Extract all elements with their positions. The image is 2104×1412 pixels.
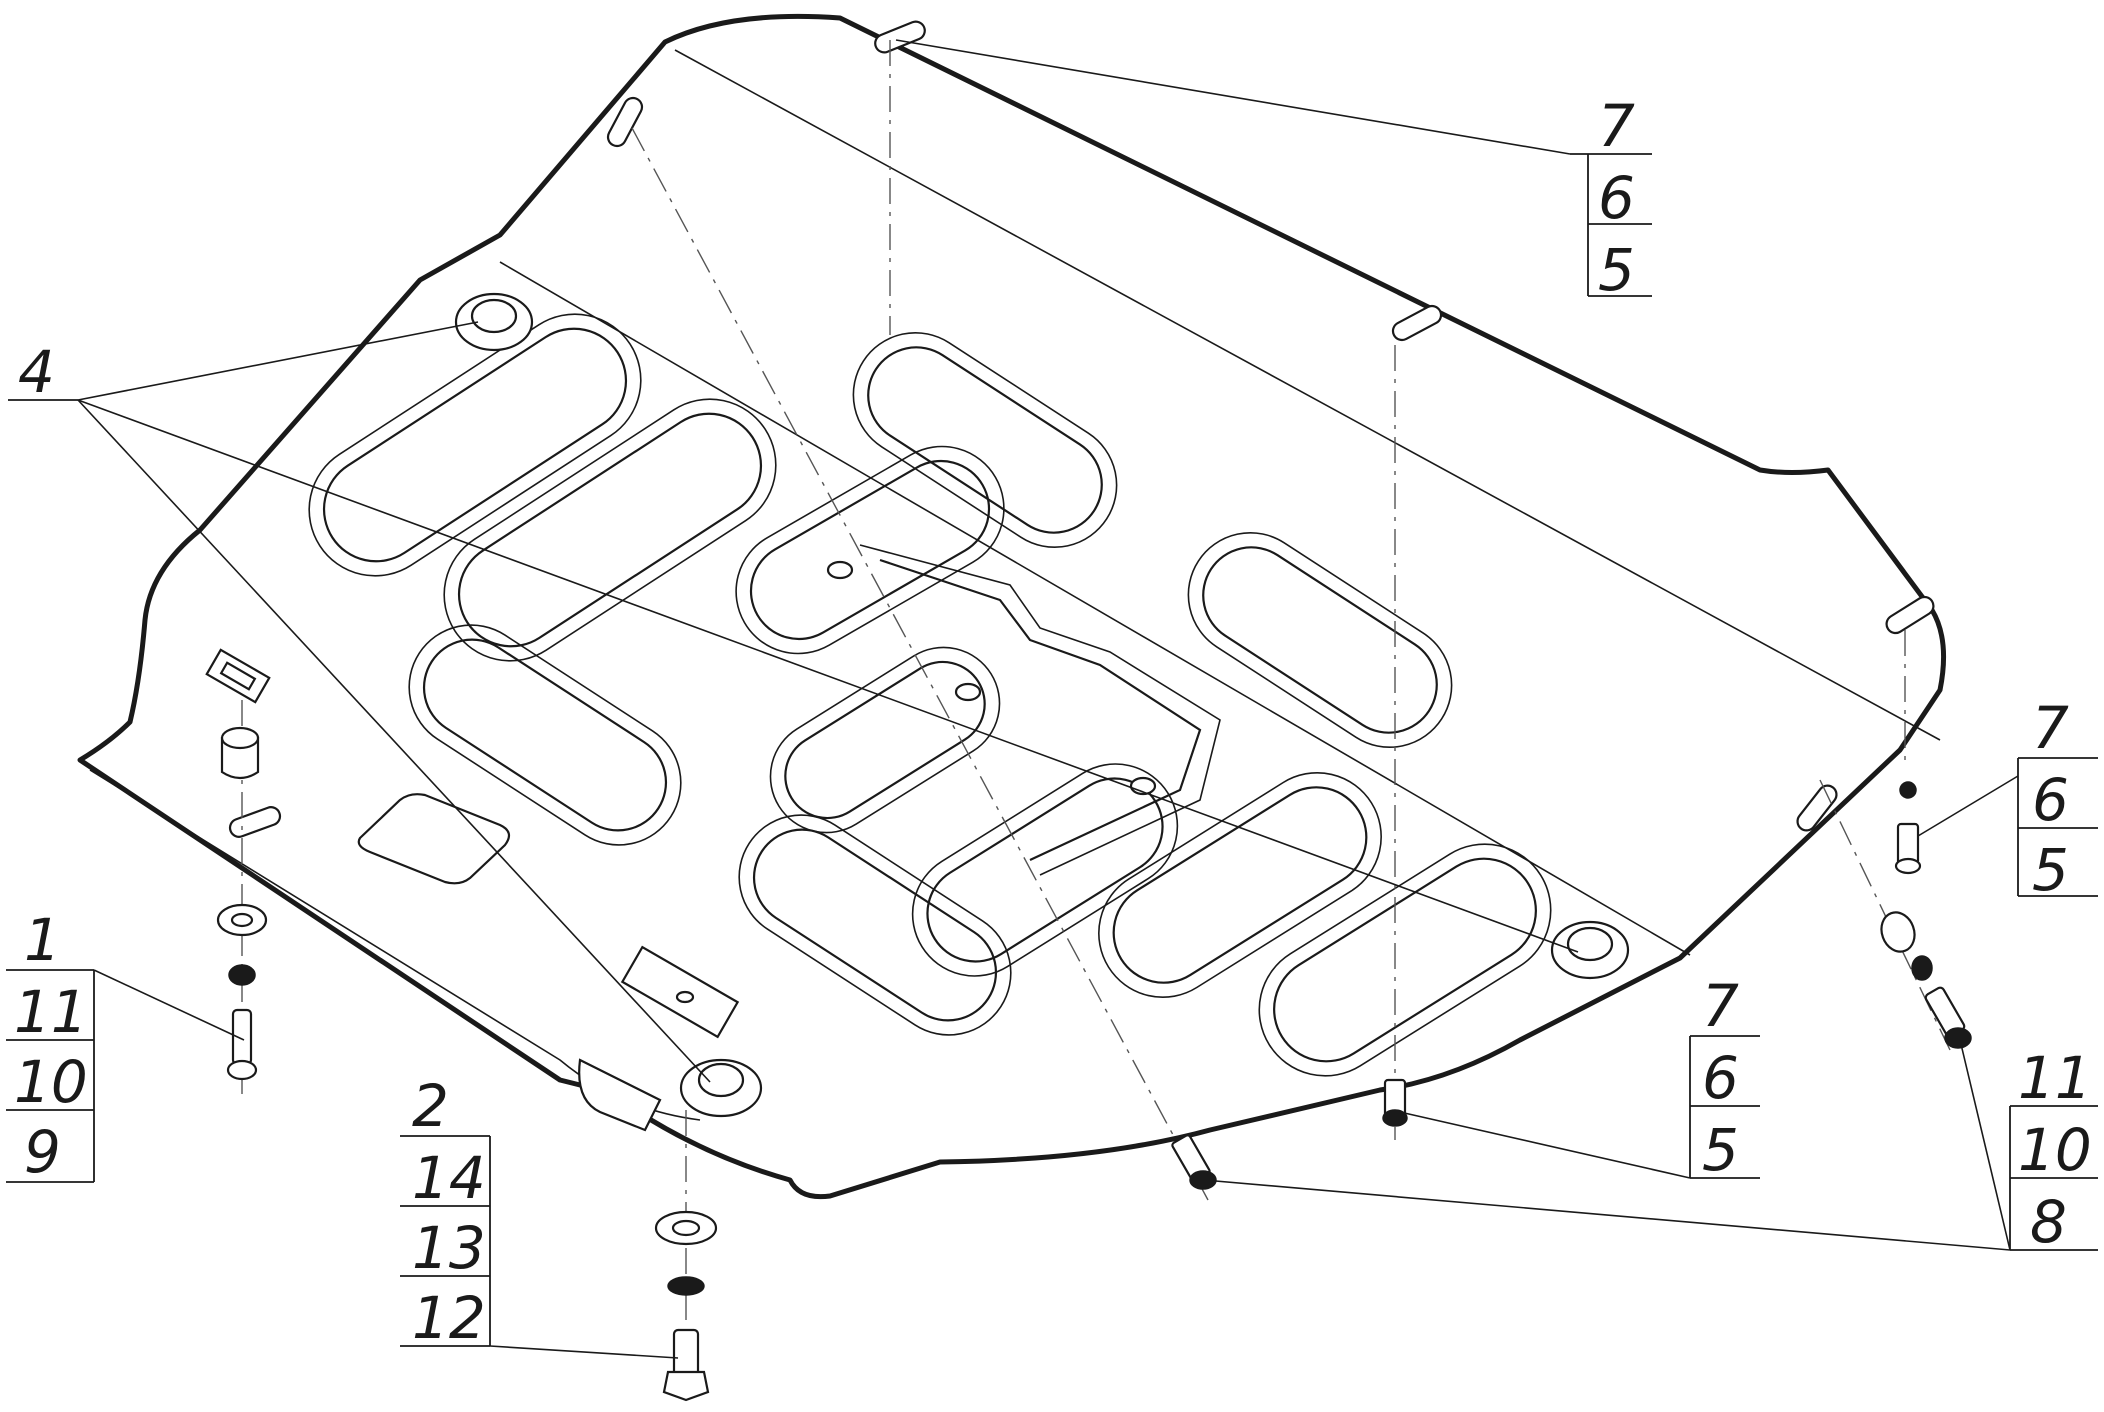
callout-bottom-middle: 7 6 5 <box>1689 972 1760 1184</box>
plate-cutout <box>357 793 511 885</box>
callout-label: 11 <box>2018 1044 2092 1112</box>
lower-fold-line <box>499 261 1691 956</box>
callout-label: 12 <box>412 1284 486 1352</box>
upper-fold-line <box>674 49 1941 741</box>
callout-bottom-center: 2 14 13 12 <box>400 1072 491 1352</box>
plate-outline <box>77 13 1947 1200</box>
callout-label: 6 <box>1702 1044 1739 1112</box>
callout-label: 2 <box>412 1072 449 1140</box>
weld-nuts <box>454 292 1630 1118</box>
leader-lines <box>77 39 2019 1359</box>
fasteners-bottom-center <box>654 1210 718 1402</box>
callout-top-right: 7 6 5 <box>1570 92 1652 304</box>
fasteners-center-bolts <box>1171 1078 1408 1190</box>
callout-bottom-right: 11 10 8 <box>2009 1044 2098 1256</box>
fasteners-left <box>205 648 271 1081</box>
callout-label: 5 <box>1702 1116 1739 1184</box>
callout-label: 7 <box>1598 92 1635 160</box>
callout-label: 8 <box>2030 1188 2067 1256</box>
callout-label: 10 <box>2018 1116 2092 1184</box>
recess-windows <box>308 313 1552 1077</box>
skid-plate <box>77 13 1947 1200</box>
callout-label: 13 <box>412 1214 486 1282</box>
callout-label: 10 <box>14 1048 88 1116</box>
callout-label: 5 <box>2032 836 2069 904</box>
callout-label: 6 <box>2032 766 2069 834</box>
plate-tab <box>578 1058 662 1132</box>
callout-right: 7 6 5 <box>2017 694 2098 904</box>
callout-label: 1 <box>24 906 61 974</box>
callout-bottom-left: 1 11 10 9 <box>6 906 95 1186</box>
callout-label: 14 <box>412 1144 486 1212</box>
callout-4: 4 <box>8 338 78 406</box>
callout-label: 9 <box>24 1118 61 1186</box>
callout-label: 6 <box>1598 164 1635 232</box>
callout-label: 4 <box>18 338 55 406</box>
callout-label: 7 <box>2032 694 2069 762</box>
callout-label: 11 <box>14 978 88 1046</box>
callout-label: 7 <box>1702 972 1739 1040</box>
callout-label: 5 <box>1598 236 1635 304</box>
fasteners-right <box>1880 781 1972 1049</box>
